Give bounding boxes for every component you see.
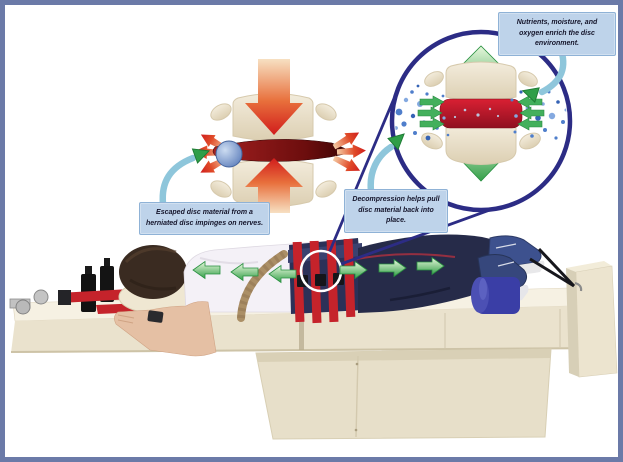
compression-arrow-up [245, 158, 303, 213]
patient [114, 234, 576, 357]
ankle-straps [529, 247, 576, 288]
herniated-disc-illustration [193, 59, 367, 213]
magnifier-leader-lines [327, 88, 510, 266]
callout-decompression-text: Decompression helps pull disc material b… [352, 196, 440, 224]
ankle-bolster [471, 277, 520, 314]
rehydrating-disc [439, 98, 523, 129]
decompression-table [9, 258, 618, 440]
head-end-rollers [9, 289, 49, 315]
callout-escaped-disc: Escaped disc material from a herniated d… [139, 202, 270, 235]
foot-end-tower [566, 261, 618, 378]
magnified-disc-illustration [389, 29, 573, 213]
callout-decompression: Decompression helps pull disc material b… [344, 189, 448, 233]
patient-head [119, 245, 187, 299]
wrist-watch [147, 310, 164, 323]
herniation-bulge [215, 140, 243, 168]
patient-arm [114, 301, 217, 357]
callout-nutrients: Nutrients, moisture, and oxygen enrich t… [498, 12, 616, 56]
compression-arrow-down [245, 59, 303, 135]
callout-nutrients-text: Nutrients, moisture, and oxygen enrich t… [516, 19, 598, 47]
callout-escaped-disc-text: Escaped disc material from a herniated d… [145, 209, 264, 227]
table-base [255, 348, 552, 440]
table-split-gap [299, 316, 304, 350]
traction-hook [574, 281, 583, 292]
